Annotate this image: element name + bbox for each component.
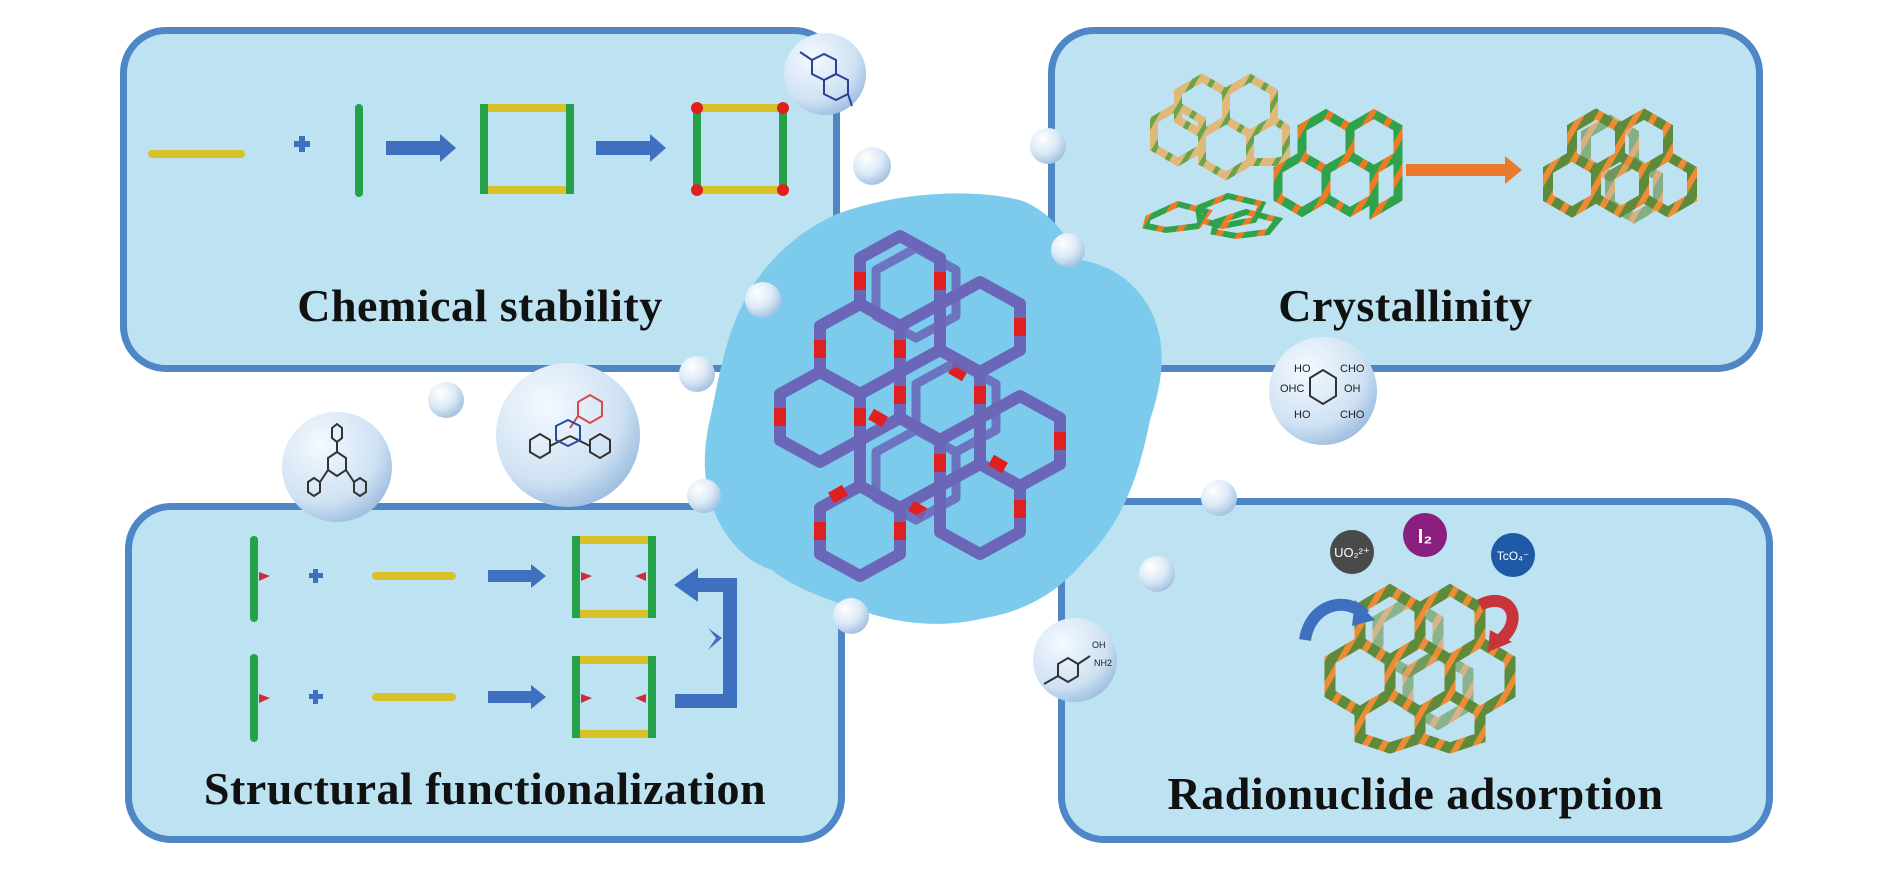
framework-layer-back — [871, 243, 1001, 525]
molecule-bubble-quinoline — [496, 363, 640, 507]
panel-title: Crystallinity — [1278, 280, 1533, 331]
tr-crystallinity-scheme — [1142, 73, 1697, 240]
framework-nodes — [774, 272, 1066, 540]
panel-structural-functionalization: Structural functionalization — [125, 503, 845, 843]
panel-title: Structural functionalization — [203, 763, 767, 814]
uranyl-ion: UO₂²⁺ — [1330, 530, 1374, 574]
molecule-label: OH — [1092, 640, 1106, 650]
molecule-label: HO — [1294, 409, 1311, 421]
arrow-head-icon — [1488, 630, 1512, 652]
framework-layer — [774, 230, 1066, 582]
panel-chemical-stability: Chemical stability — [120, 27, 840, 372]
br-adsorption-scheme: UO₂²⁺ I₂ TcO₄⁻ — [1299, 513, 1535, 754]
arrow-head-icon — [1352, 600, 1375, 626]
layer-honeycomb-tan — [1150, 73, 1290, 181]
bubble-icon — [687, 479, 721, 513]
panel-title: Chemical stability — [297, 280, 663, 331]
pertechnetate-label: TcO₄⁻ — [1497, 549, 1530, 563]
bubble-icon — [853, 147, 891, 185]
arrow-icon — [488, 685, 546, 709]
bubble-icon — [1201, 480, 1237, 516]
functional-group — [259, 694, 270, 703]
square-framework-functionalized — [572, 536, 656, 618]
curved-arrow-icon — [1477, 594, 1519, 645]
molecule-label: NH2 — [1094, 658, 1112, 668]
bubble-icon — [1030, 128, 1066, 164]
molecule-label: OH — [1344, 383, 1361, 395]
uranyl-label: UO₂²⁺ — [1334, 545, 1370, 560]
functional-group — [259, 572, 270, 581]
feedback-arrow-icon — [674, 568, 737, 708]
bl-functionalization-scheme — [250, 536, 737, 742]
iodine-label: I₂ — [1418, 526, 1432, 548]
molecule-label: HO — [1294, 363, 1311, 375]
bubble-icon — [833, 598, 869, 634]
pertechnetate-ion: TcO₄⁻ — [1491, 533, 1535, 577]
bubble-icon — [679, 356, 715, 392]
molecule-bubble-amidoxime: OH NH2 — [1033, 618, 1117, 702]
bubble-icon — [428, 382, 464, 418]
molecule-bubble-benzoxazole — [784, 33, 866, 115]
bubble-icon — [1051, 233, 1085, 267]
bubble-icon — [1139, 556, 1175, 592]
layer-flat-green — [1142, 192, 1284, 240]
stacked-honeycomb — [1324, 583, 1516, 754]
square-framework-unlinked — [480, 104, 574, 194]
plus-icon — [309, 569, 323, 583]
panel-title: Radionuclide adsorption — [1167, 768, 1664, 819]
tl-reaction-scheme — [148, 102, 789, 197]
layer-honeycomb-green — [1273, 108, 1403, 220]
molecule-label: CHO — [1340, 409, 1365, 421]
arrow-icon — [488, 564, 546, 588]
square-framework-linked — [691, 102, 789, 196]
molecule-label: OHC — [1280, 383, 1305, 395]
central-framework — [704, 193, 1162, 624]
molecule-bubble-aldehyde: HO CHO OHC OH HO CHO — [1269, 337, 1377, 445]
plus-icon — [309, 690, 323, 704]
arrow-icon — [596, 134, 666, 162]
square-framework-functionalized — [572, 656, 656, 738]
stacked-honeycomb — [1543, 108, 1697, 224]
molecule-label: CHO — [1340, 363, 1365, 375]
decorative-bubbles — [428, 128, 1237, 634]
arrow-icon — [1406, 156, 1522, 184]
iodine-molecule: I₂ — [1403, 513, 1447, 557]
bubble-icon — [745, 282, 781, 318]
arrow-icon — [386, 134, 456, 162]
molecule-bubble-triazine — [282, 412, 392, 522]
plus-icon — [294, 136, 310, 152]
